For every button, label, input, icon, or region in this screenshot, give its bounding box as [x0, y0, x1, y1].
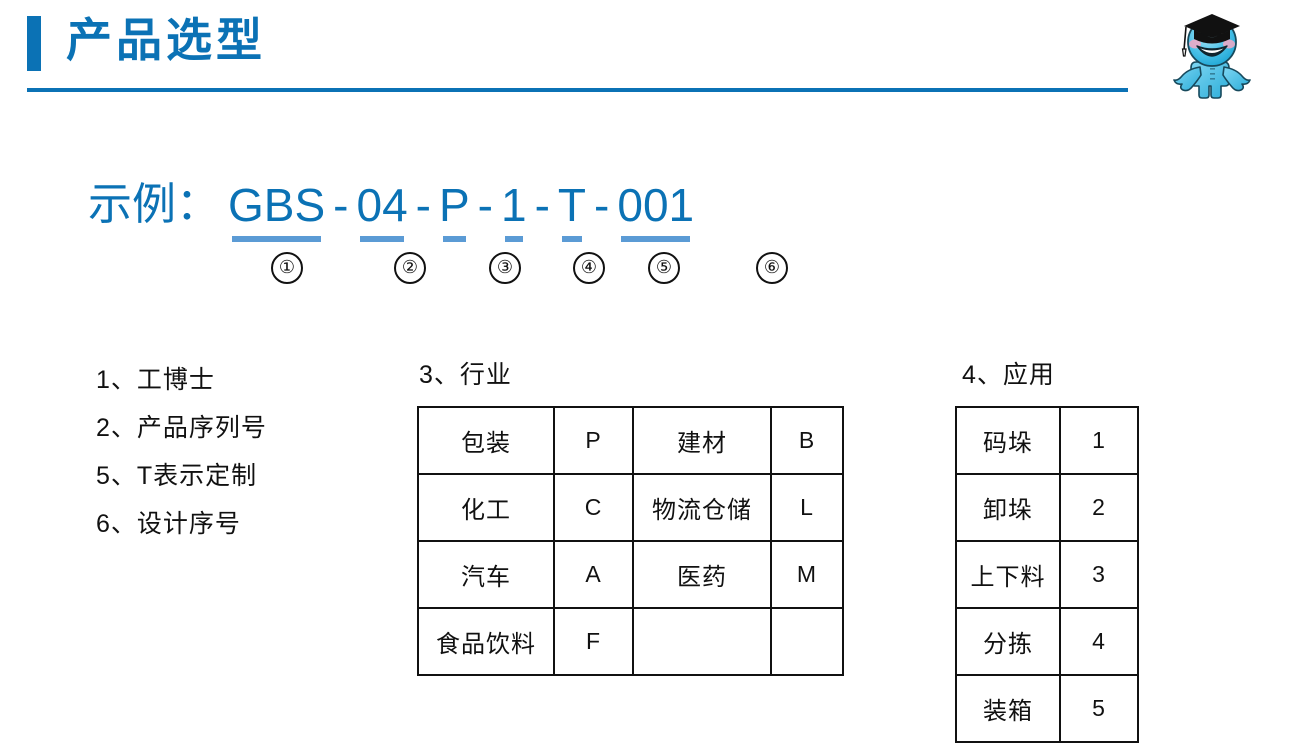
industry-code-cell: P — [553, 406, 634, 475]
example-separator-4: - — [534, 179, 550, 231]
industry-name-cell: 物流仓储 — [632, 473, 772, 542]
page-title: 产品选型 — [66, 14, 266, 66]
table-row: 卸垛 2 — [955, 473, 1139, 542]
industry-name-cell: 食品饮料 — [417, 607, 555, 676]
example-segment-5-text: T — [557, 179, 587, 231]
table-row: 码垛 1 — [955, 406, 1139, 475]
example-segment-6-underline — [621, 236, 691, 242]
example-segment-2-underline — [360, 236, 404, 242]
example-label: 示例： — [88, 180, 220, 229]
table-row: 上下料 3 — [955, 540, 1139, 609]
circled-marker-6: ⑥ — [756, 252, 788, 284]
example-code-line: 示例： GBS - 04 - P - 1 - T - 001 — [88, 178, 695, 242]
application-name-cell: 装箱 — [955, 674, 1061, 743]
example-segment-5: T — [557, 178, 587, 242]
industry-name-cell: 包装 — [417, 406, 555, 475]
industry-code-cell: F — [553, 607, 634, 676]
example-separator-5: - — [594, 179, 610, 231]
example-segment-6-text: 001 — [617, 179, 695, 231]
example-segment-1: GBS — [228, 178, 326, 242]
example-segment-1-text: GBS — [228, 179, 326, 231]
industry-code-cell — [770, 607, 844, 676]
example-segment-3-text: P — [438, 179, 470, 231]
application-name-cell: 卸垛 — [955, 473, 1061, 542]
example-segment-6: 001 — [617, 178, 695, 242]
table-row: 食品饮料 F — [417, 607, 844, 676]
industry-name-cell — [632, 607, 772, 676]
application-code-cell: 4 — [1059, 607, 1139, 676]
industry-section-heading: 3、行业 — [419, 361, 512, 389]
example-segment-5-underline — [561, 236, 583, 242]
legend-list: 1、工博士 2、产品序列号 5、T表示定制 6、设计序号 — [96, 356, 396, 548]
example-separator-1: - — [333, 179, 349, 231]
table-row: 汽车 A 医药 M — [417, 540, 844, 609]
example-segment-1-underline — [232, 236, 322, 242]
circled-marker-5: ⑤ — [648, 252, 680, 284]
industry-code-cell: B — [770, 406, 844, 475]
table-row: 装箱 5 — [955, 674, 1139, 743]
industry-name-cell: 医药 — [632, 540, 772, 609]
application-name-cell: 上下料 — [955, 540, 1061, 609]
circled-marker-4: ④ — [573, 252, 605, 284]
industry-code-cell: M — [770, 540, 844, 609]
example-separator-2: - — [415, 179, 431, 231]
circled-marker-1: ① — [271, 252, 303, 284]
application-name-cell: 码垛 — [955, 406, 1061, 475]
legend-item-1: 1、工博士 — [96, 366, 215, 394]
industry-name-cell: 化工 — [417, 473, 555, 542]
example-segment-4-text: 1 — [501, 179, 527, 231]
example-segment-3-underline — [442, 236, 466, 242]
industry-code-cell: A — [553, 540, 634, 609]
industry-code-cell: L — [770, 473, 844, 542]
example-segment-4: 1 — [501, 178, 527, 242]
industry-code-cell: C — [553, 473, 634, 542]
example-segment-3: P — [438, 178, 470, 242]
table-row: 分拣 4 — [955, 607, 1139, 676]
industry-table: 包装 P 建材 B 化工 C 物流仓储 L 汽车 A 医药 M 食品饮料 F — [417, 406, 844, 676]
application-section-heading: 4、应用 — [962, 361, 1055, 389]
circled-marker-3: ③ — [489, 252, 521, 284]
application-code-cell: 1 — [1059, 406, 1139, 475]
application-code-cell: 5 — [1059, 674, 1139, 743]
application-code-cell: 3 — [1059, 540, 1139, 609]
table-row: 化工 C 物流仓储 L — [417, 473, 844, 542]
example-separator-3: - — [477, 179, 493, 231]
header-accent-bar — [27, 16, 41, 71]
industry-name-cell: 建材 — [632, 406, 772, 475]
header-divider-rule — [27, 88, 1128, 92]
graduate-mascot-logo — [1160, 4, 1264, 100]
application-name-cell: 分拣 — [955, 607, 1061, 676]
application-table: 码垛 1 卸垛 2 上下料 3 分拣 4 装箱 5 — [955, 406, 1139, 743]
legend-item-4: 6、设计序号 — [96, 510, 241, 538]
legend-item-2: 2、产品序列号 — [96, 414, 267, 442]
industry-name-cell: 汽车 — [417, 540, 555, 609]
example-segment-4-underline — [505, 236, 523, 242]
example-segment-2-text: 04 — [356, 179, 408, 231]
example-segment-2: 04 — [356, 178, 408, 242]
table-row: 包装 P 建材 B — [417, 406, 844, 475]
application-code-cell: 2 — [1059, 473, 1139, 542]
legend-item-3: 5、T表示定制 — [96, 462, 258, 490]
circled-marker-2: ② — [394, 252, 426, 284]
